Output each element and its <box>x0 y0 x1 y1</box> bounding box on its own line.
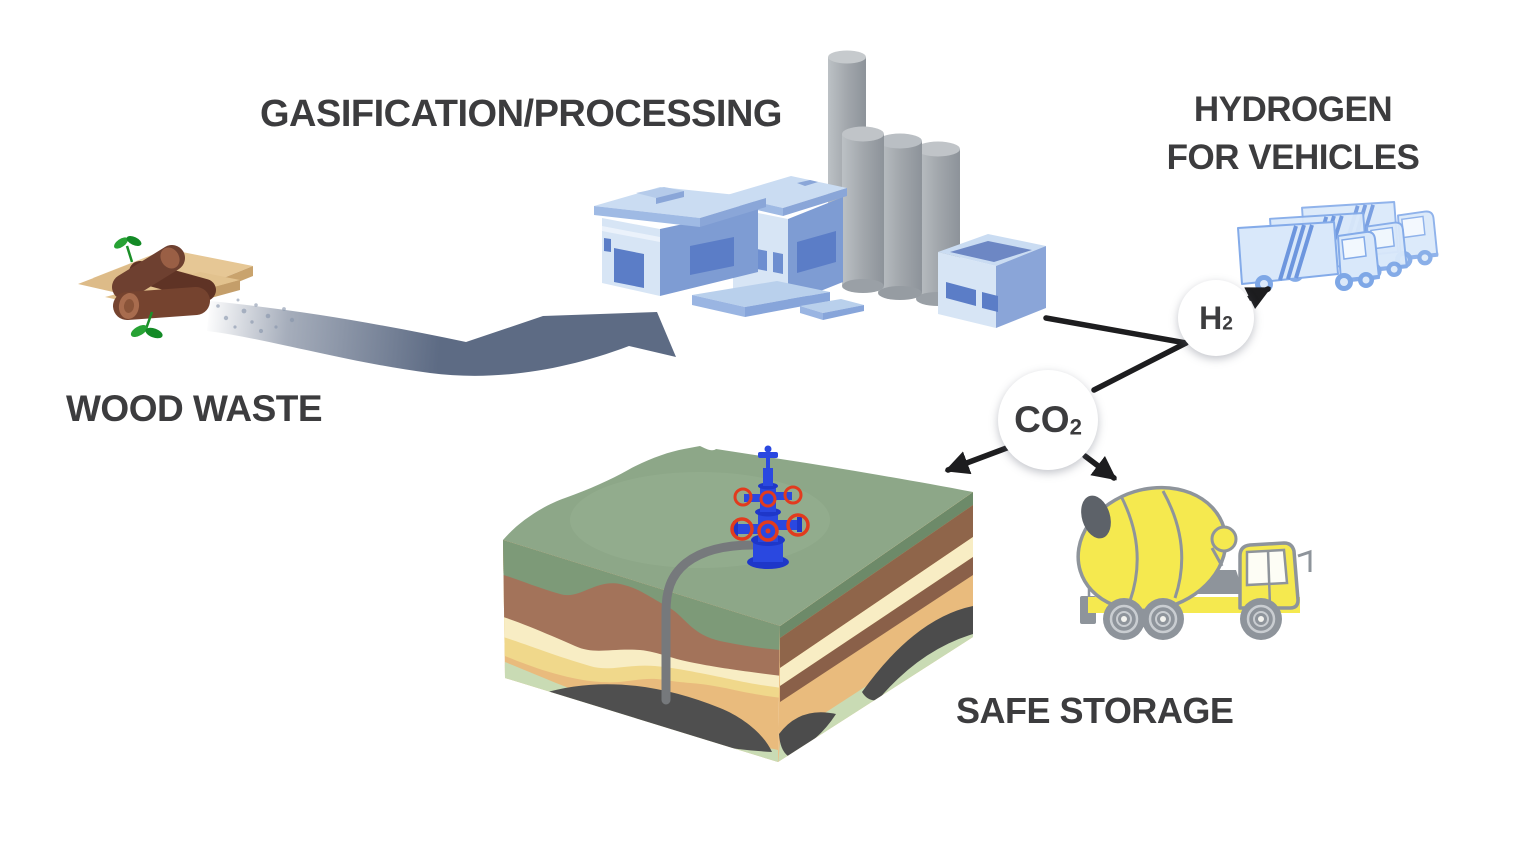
label-safe-storage: SAFE STORAGE <box>956 690 1234 731</box>
label-gasification-processing: GASIFICATION/PROCESSING <box>260 93 782 135</box>
label-wood-waste: WOOD WASTE <box>66 388 323 429</box>
cement-truck-icon <box>1076 485 1312 640</box>
arrow-h2-to-trucks <box>1244 286 1272 310</box>
label-hydrogen-for-vehicles: HYDROGEN FOR VEHICLES <box>1140 86 1446 182</box>
plant-pad-icon <box>692 281 864 320</box>
label-hydrogen-line1: HYDROGEN <box>1193 90 1393 129</box>
line-plant-to-junction <box>1043 315 1189 346</box>
flow-lines <box>944 286 1272 481</box>
truck-cab-icon <box>1238 541 1312 610</box>
hydrogen-trucks-icon <box>1236 200 1441 295</box>
h2-symbol: H <box>1199 299 1223 336</box>
geological-storage-icon <box>503 445 973 762</box>
line-co2-to-h2 <box>1091 340 1189 393</box>
arrow-co2-to-storage <box>944 443 1015 475</box>
label-hydrogen-line2: FOR VEHICLES <box>1166 138 1420 177</box>
plant-building-icon <box>594 187 766 296</box>
truck-wheel-icon <box>1103 598 1282 640</box>
h2-subscript: 2 <box>1222 313 1233 335</box>
bulk-flow-arrow-icon <box>207 298 676 376</box>
wellhead-icon <box>730 445 810 569</box>
wood-waste-icon <box>78 236 253 339</box>
leaf-icon <box>114 236 163 339</box>
gasification-plant-icon <box>594 50 1046 328</box>
injection-pipe-icon <box>661 540 758 705</box>
co2-subscript: 2 <box>1069 414 1082 440</box>
plant-bin-icon <box>938 234 1046 328</box>
log-icon <box>112 245 216 320</box>
arrow-co2-to-truck <box>1082 453 1117 481</box>
co2-symbol: CO <box>1014 399 1070 440</box>
